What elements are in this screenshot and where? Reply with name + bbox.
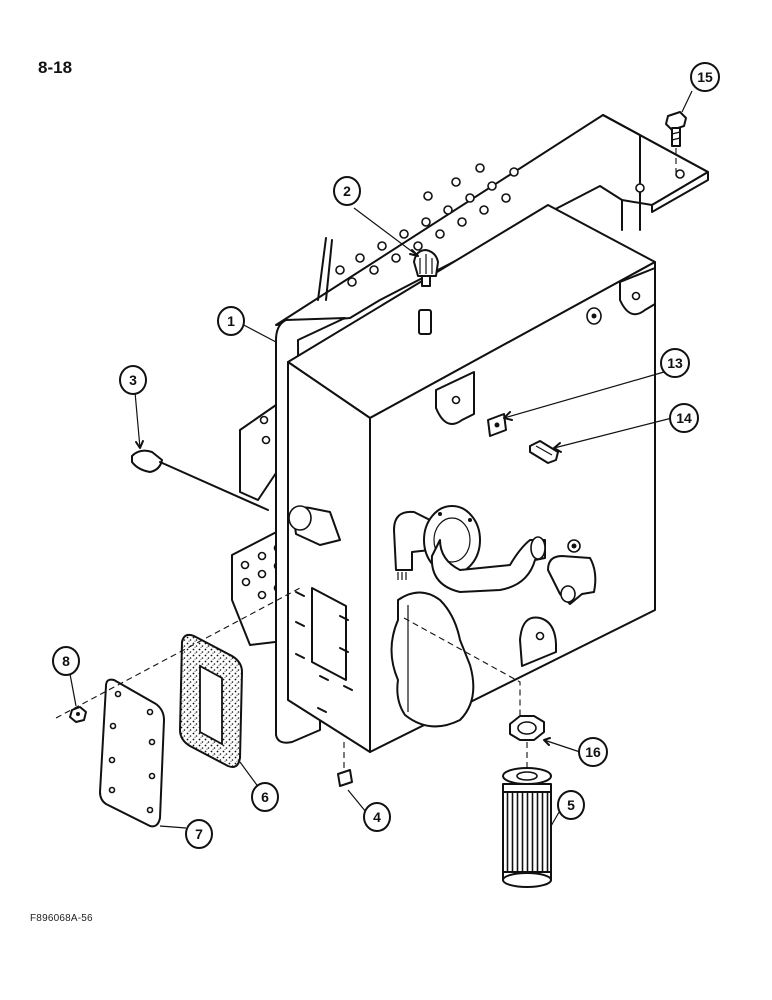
callout-2: 2 [333, 176, 361, 206]
callout-6-label: 6 [261, 789, 269, 805]
callout-15-label: 15 [697, 69, 713, 85]
cover-plate [99, 678, 165, 828]
filter-retainer-nut [509, 715, 545, 741]
breather [413, 249, 439, 335]
callout-13-label: 13 [667, 355, 683, 371]
upper-mounting-bracket [275, 114, 709, 326]
dipstick [131, 449, 269, 511]
leader-lines [69, 90, 693, 829]
bracket-bolt-holes [335, 163, 519, 287]
callout-6: 6 [251, 782, 279, 812]
drain-plug [337, 742, 353, 787]
callout-4: 4 [363, 802, 391, 832]
callout-5: 5 [557, 790, 585, 820]
callout-16: 16 [578, 737, 608, 767]
reservoir-tank [275, 204, 656, 753]
callout-13: 13 [660, 348, 690, 378]
gasket [178, 633, 244, 768]
callout-5-label: 5 [567, 797, 575, 813]
callout-14: 14 [669, 403, 699, 433]
callout-7: 7 [185, 819, 213, 849]
callout-14-label: 14 [676, 410, 692, 426]
callout-1: 1 [217, 306, 245, 336]
assembly-center-lines [55, 587, 528, 768]
callout-3-label: 3 [129, 372, 137, 388]
nut [69, 706, 87, 723]
callout-4-label: 4 [373, 809, 381, 825]
filter-element [502, 767, 552, 888]
callout-16-label: 16 [585, 744, 601, 760]
callout-15: 15 [690, 62, 720, 92]
callout-1-label: 1 [227, 313, 235, 329]
callout-2-label: 2 [343, 183, 351, 199]
washer-and-bolt [487, 413, 559, 464]
cap-screw [665, 111, 687, 172]
access-cover-studs [295, 591, 353, 713]
figure-code: F896068A-56 [30, 913, 93, 924]
callout-8-label: 8 [62, 653, 70, 669]
page-number: 8-18 [38, 58, 73, 77]
callout-3: 3 [119, 365, 147, 395]
callout-7-label: 7 [195, 826, 203, 842]
callout-8: 8 [52, 646, 80, 676]
